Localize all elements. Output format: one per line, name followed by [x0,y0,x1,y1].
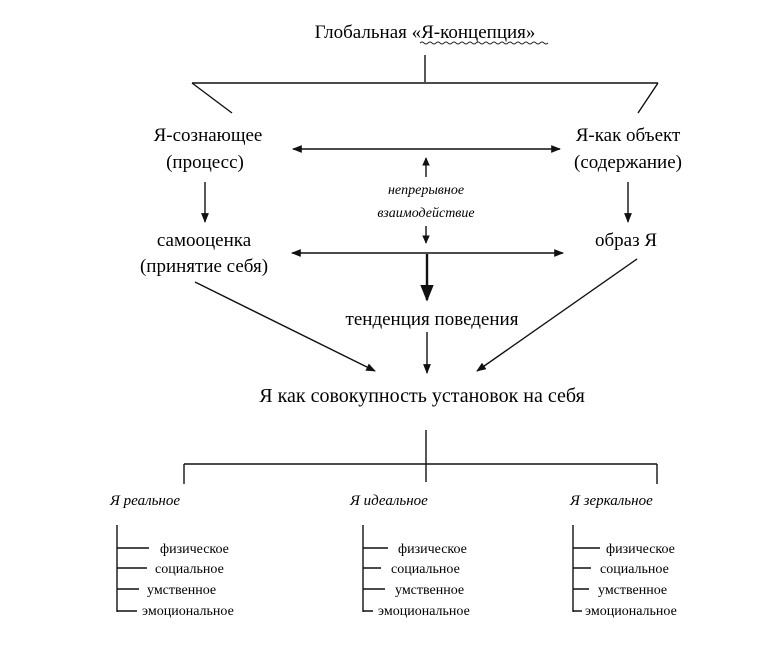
aggregate-node: Я как совокупность установок на себя [259,385,585,407]
interaction-label-line1: непрерывное [388,183,464,198]
branch-mirror-self: Я зеркальное физическое социальное умств… [569,493,677,619]
left-node-line2: (процесс) [166,152,244,173]
branch-item: эмоциональное [378,604,470,619]
self-esteem-line1: самооценка [157,230,252,251]
self-esteem-line2: (принятие себя) [140,256,268,277]
branch-item: физическое [160,542,229,557]
branch-tree-lines [572,525,600,612]
interaction-label-line2: взаимодействие [377,206,474,221]
branch-item: социальное [155,562,224,577]
branch-item: эмоциональное [585,604,677,619]
branch-item: социальное [600,562,669,577]
esteem-to-aggregate-arrow [194,281,376,372]
roof-right-slope [637,82,659,114]
branch-real-self: Я реальное физическое социальное умствен… [109,493,234,619]
branch-item: физическое [606,542,675,557]
branch-title: Я реальное [109,493,180,509]
left-node-line1: Я-сознающее [154,125,263,146]
right-node-line1: Я-как объект [576,125,681,146]
branch-item: умственное [147,583,216,598]
branch-item: эмоциональное [142,604,234,619]
branch-title: Я идеальное [349,493,428,509]
branch-item: умственное [598,583,667,598]
branch-title: Я зеркальное [569,493,653,509]
branch-ideal-self: Я идеальное физическое социальное умстве… [349,493,470,619]
branch-item: социальное [391,562,460,577]
tendency-node: тенденция поведения [346,309,519,330]
diagram-title: Глобальная «Я-концепция» [315,22,536,43]
branch-tree-lines [362,525,388,612]
spellcheck-underline [419,41,549,45]
self-image-node: образ Я [595,230,657,251]
branch-tree-lines [116,525,149,612]
image-to-aggregate-arrow [476,258,638,372]
branch-item: умственное [395,583,464,598]
right-node-line2: (содержание) [574,152,682,173]
roof-left-slope [191,82,233,114]
branch-item: физическое [398,542,467,557]
